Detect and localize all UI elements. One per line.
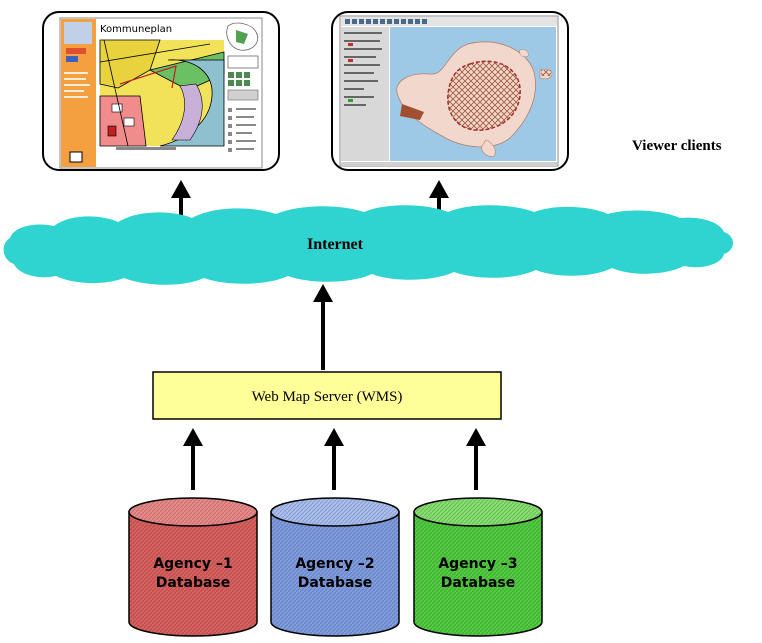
internet-label: Internet: [307, 236, 364, 253]
database-1: Agency –1 Database: [128, 497, 258, 637]
arrow-wms-to-internet: [313, 284, 333, 370]
internet-cloud: Internet: [3, 205, 733, 285]
viewer-client-1: Kommuneplan: [42, 11, 280, 171]
viewer-clients-label: Viewer clients: [632, 138, 722, 154]
database-3: Agency –3 Database: [413, 497, 543, 637]
database-1-label-line2: Database: [156, 575, 231, 591]
wms-box: Web Map Server (WMS): [152, 371, 502, 420]
database-3-label-line1: Agency –3: [438, 556, 517, 572]
database-1-label-line1: Agency –1: [153, 556, 232, 572]
kommuneplan-title: Kommuneplan: [100, 24, 172, 35]
database-2: Agency –2 Database: [270, 497, 400, 637]
wms-label: Web Map Server (WMS): [252, 389, 403, 405]
database-3-label-line2: Database: [441, 575, 516, 591]
kommuneplan-map: [99, 39, 225, 147]
database-2-label-line1: Agency –2: [295, 556, 374, 572]
island-map: [390, 27, 556, 161]
database-2-label-line2: Database: [298, 575, 373, 591]
viewer-client-2: [331, 11, 569, 171]
arrows-db-to-wms: [183, 428, 486, 490]
